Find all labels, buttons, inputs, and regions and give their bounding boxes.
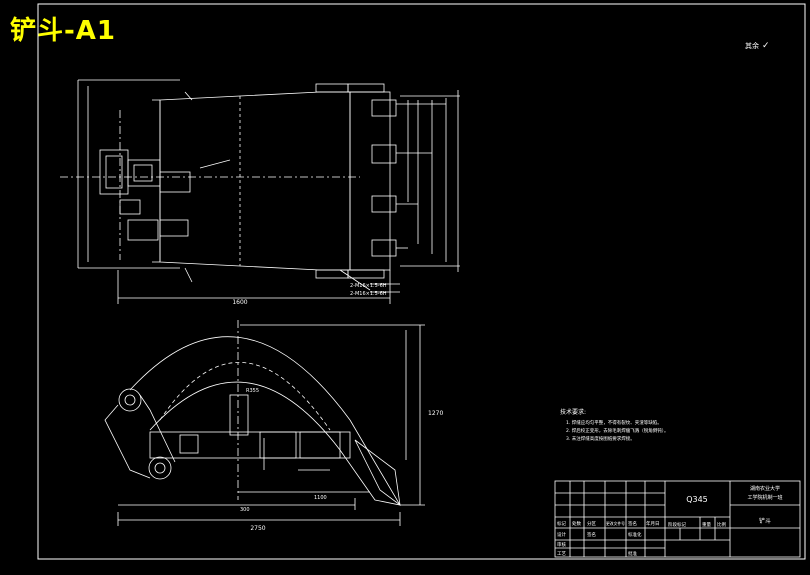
tech-req-title: 技术要求: [560, 408, 586, 416]
top-view [60, 79, 460, 304]
drawing-title: 铲斗-A1 [10, 16, 117, 46]
tb-label-zone: 分区 [587, 520, 596, 527]
tb-label-change: 更改文件号 [606, 521, 625, 526]
tb-weight: 重量 [702, 521, 711, 528]
dim-mid: 1100 [314, 495, 327, 501]
tb-design: 设计 [557, 531, 566, 538]
side-view [104, 320, 425, 526]
dim-radius: R355 [246, 388, 259, 394]
tb-scale: 比例 [717, 521, 726, 528]
thread-note-2: 2-M16×1.5-6H [350, 291, 387, 297]
title-block [554, 480, 801, 558]
hinge-pin-lower [148, 456, 172, 480]
ear-plate-1 [371, 144, 397, 164]
bucket-plan-outline [159, 91, 351, 271]
tb-label-mark: 标记 [557, 520, 566, 527]
tb-standard: 标准化 [628, 531, 642, 538]
roughness-note: 其余 [745, 41, 759, 50]
ear-plate-2 [371, 195, 397, 213]
dim-top-width: 1600 [232, 299, 247, 306]
ear-plate-0 [371, 99, 397, 117]
tech-req-3: 3. 未注焊缝高度按图纸要求焊接。 [566, 435, 635, 442]
school-name: 湖南农业大学 [750, 485, 780, 492]
bucket-arch-outer [129, 336, 401, 506]
dim-height: 1270 [428, 410, 443, 417]
tb-process: 工艺 [557, 551, 566, 557]
college-name: 工学院机制一班 [747, 494, 782, 501]
roughness-symbol: ✓ [762, 41, 770, 51]
tech-req-1: 1. 焊缝应均匀平整，不得有裂纹、夹渣等缺陷。 [566, 419, 662, 426]
material-label: Q345 [686, 495, 708, 504]
tb-review: 审核 [557, 541, 566, 548]
sheet-border [37, 3, 806, 560]
tb-approve: 批准 [628, 550, 637, 557]
dim-left: 300 [240, 507, 250, 513]
tb-label-count: 处数 [572, 520, 581, 527]
thread-note-1: 2-M16×1.5-6H [350, 283, 387, 289]
tech-req-2: 2. 焊后校正变形，去除毛刺焊瘤飞溅（锐角倒钝）。 [566, 427, 668, 434]
drawing-name: 铲斗 [759, 517, 771, 525]
dim-side-width: 2750 [250, 525, 265, 532]
tb-design-sign: 签名 [587, 531, 596, 538]
tb-label-sign: 签名 [628, 520, 637, 527]
bucket-arch-inner [159, 362, 331, 431]
tb-stage: 阶段标记 [668, 521, 686, 528]
ear-plate-3 [371, 239, 397, 257]
tb-label-date: 年月日 [646, 520, 660, 527]
hinge-pin-upper [118, 388, 142, 412]
